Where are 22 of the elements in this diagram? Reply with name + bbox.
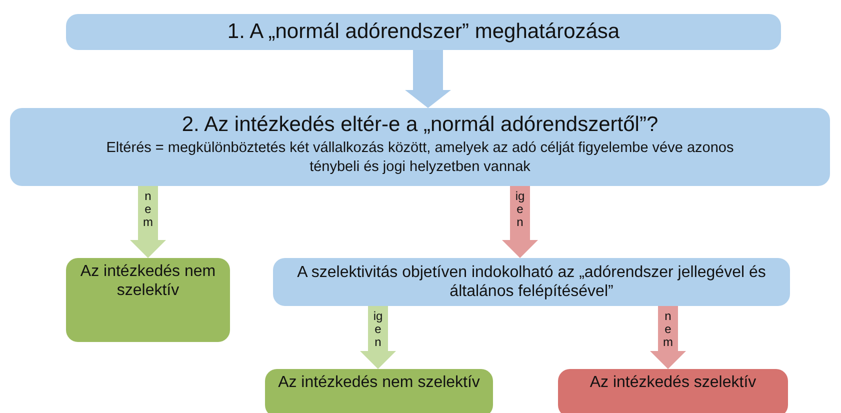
block-arrow: [130, 186, 166, 258]
block-arrow: [360, 306, 396, 369]
edge-label: nem: [142, 190, 154, 230]
process-box: [273, 258, 790, 306]
process-box: [66, 14, 781, 50]
process-box: [265, 369, 493, 413]
edge-label: igen: [514, 190, 526, 230]
edge-label: nem: [662, 310, 674, 350]
process-box: [10, 108, 830, 186]
box-heading: 1. A „normál adórendszer” meghatározása: [227, 19, 620, 45]
box-heading: 2. Az intézkedés eltér-e a „normál adórendszertől”?: [182, 112, 658, 138]
box-heading: Az intézkedés nem szelektív: [278, 373, 480, 392]
box-heading: Az intézkedés nem szelektív: [79, 262, 217, 300]
box-description: Eltérés = megkülönböztetés két vállalkozás között, amelyek az adó célját figyelembe véve azonos ténybeli és jogi helyzetben vannak: [105, 139, 735, 177]
edge-label: igen: [372, 310, 384, 350]
process-box: [558, 369, 788, 413]
block-arrow: [405, 50, 451, 108]
process-box: [66, 258, 230, 342]
box-heading: A szelektivitás objetíven indokolható az „adórendszer jellegével és általános felépítésével”: [296, 262, 767, 302]
block-arrow: [502, 186, 538, 258]
box-heading: Az intézkedés szelektív: [590, 373, 756, 392]
block-arrow: [650, 306, 686, 369]
